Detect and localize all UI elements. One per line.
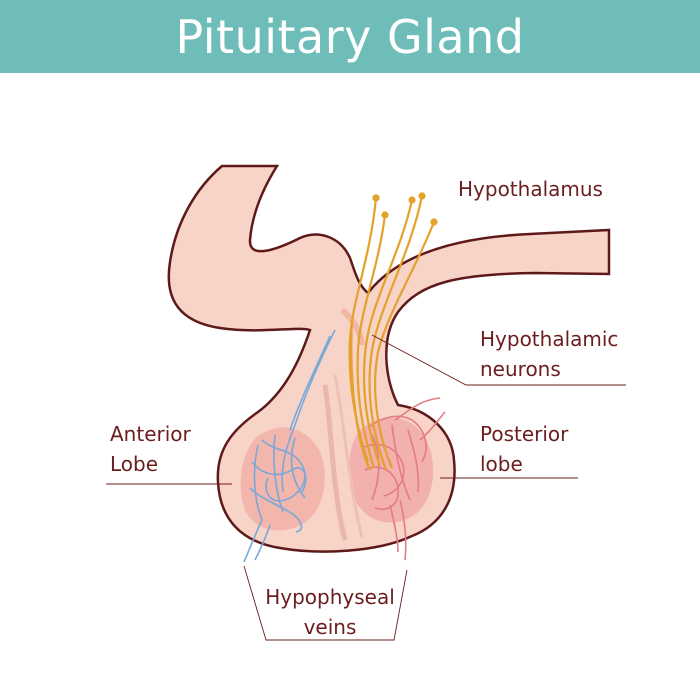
leader-lines bbox=[106, 334, 626, 641]
vein bbox=[281, 329, 336, 493]
vein bbox=[249, 487, 303, 533]
neuron-body bbox=[381, 211, 389, 219]
posterior-lobe-line2: lobe bbox=[480, 452, 523, 476]
hypophyseal-veins-line2: veins bbox=[303, 615, 357, 639]
vein bbox=[273, 434, 284, 513]
anterior-lobe-label: Anterior Lobe bbox=[110, 419, 191, 479]
artery bbox=[419, 411, 446, 441]
hypophyseal-veins-line1: Hypophyseal bbox=[265, 585, 395, 609]
stalk-highlight bbox=[340, 307, 365, 346]
hypothalamic-neurons-label: Hypothalamic neurons bbox=[480, 324, 618, 384]
neuron-fiber bbox=[368, 195, 424, 471]
neuron-fiber bbox=[362, 199, 414, 467]
intermediate-line bbox=[333, 374, 364, 539]
intermediate-line bbox=[322, 384, 348, 541]
vein bbox=[253, 444, 263, 521]
vein bbox=[261, 439, 306, 502]
neuron-body bbox=[418, 192, 426, 200]
vein bbox=[290, 437, 306, 499]
neuron-fiber bbox=[356, 214, 387, 469]
artery bbox=[407, 429, 420, 493]
neuron-body bbox=[372, 194, 380, 202]
anterior-lobe-line2: Lobe bbox=[110, 452, 159, 476]
neuron-body bbox=[408, 196, 416, 204]
artery bbox=[371, 434, 380, 501]
anterior-lobe-line1: Anterior bbox=[110, 422, 191, 446]
hypothalamic-neurons-line2: neurons bbox=[480, 357, 561, 381]
hypothalamic-neurons bbox=[348, 192, 438, 471]
header-banner: Pituitary Gland bbox=[0, 0, 700, 73]
hypothalamic-neurons-line1: Hypothalamic bbox=[480, 327, 619, 351]
neuron-body bbox=[430, 218, 438, 226]
posterior-lobe-line1: Posterior bbox=[480, 422, 569, 446]
artery bbox=[391, 424, 411, 501]
veins-leader-line bbox=[243, 565, 408, 641]
hypothalamus-label: Hypothalamus bbox=[458, 177, 603, 201]
page-title: Pituitary Gland bbox=[175, 9, 525, 64]
vein bbox=[243, 519, 263, 563]
neurons-leader-line bbox=[371, 334, 626, 386]
veins-network bbox=[243, 329, 336, 563]
posterior-lobe-label: Posterior lobe bbox=[480, 419, 568, 479]
artery bbox=[389, 504, 399, 553]
hypophyseal-veins-label: Hypophyseal veins bbox=[255, 582, 405, 642]
artery bbox=[394, 397, 441, 421]
neuron-fiber bbox=[350, 319, 371, 471]
vein bbox=[289, 335, 331, 431]
vein bbox=[254, 524, 271, 561]
neuron-fiber bbox=[374, 221, 436, 469]
artery bbox=[399, 499, 407, 561]
artery bbox=[367, 415, 427, 463]
arteries-network bbox=[361, 397, 446, 561]
